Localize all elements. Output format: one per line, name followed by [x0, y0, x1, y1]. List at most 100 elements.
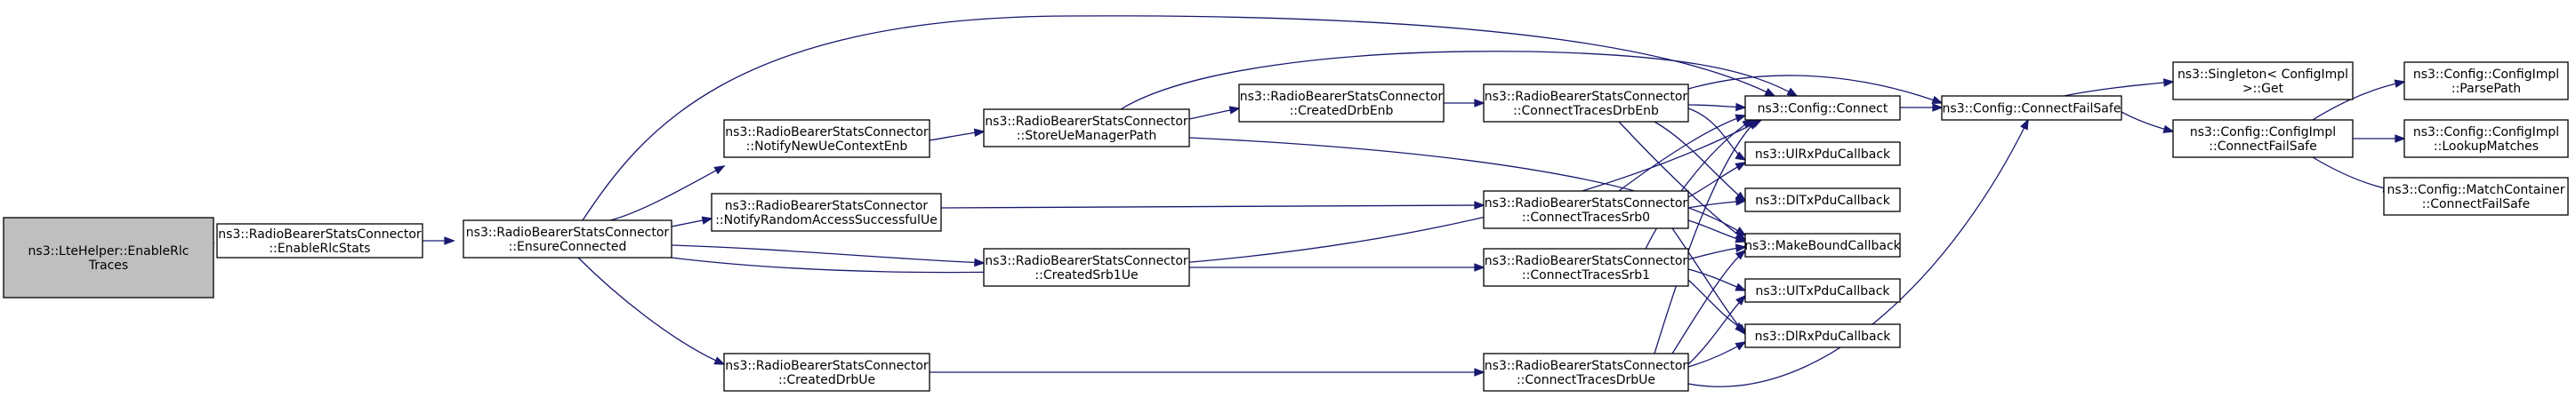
node-label-line: ns3::Config::MatchContainer: [2387, 183, 2565, 197]
edge-n4-to-n10: [940, 201, 1485, 210]
node-box: [723, 119, 930, 158]
node-box: [1744, 187, 1901, 212]
graph-node-n16[interactable]: ns3::MakeBoundCallback: [1744, 233, 1902, 258]
graph-node-n2[interactable]: ns3::RadioBearerStatsConnector::EnsureCo…: [463, 219, 672, 259]
edge-n2-to-n4: [671, 216, 713, 227]
node-label-line: ::CreatedSrb1Ue: [1034, 268, 1138, 283]
arrowhead: [1735, 114, 1747, 123]
call-graph-edges: [173, 15, 2406, 387]
edge-n7-to-n11: [1189, 263, 1485, 272]
graph-node-n3[interactable]: ns3::RadioBearerStatsConnector::NotifyNe…: [723, 119, 930, 158]
node-box: [723, 353, 930, 392]
node-label-line: ::EnableRlcStats: [269, 242, 370, 256]
arrowhead: [973, 128, 986, 138]
node-box: [1744, 278, 1901, 303]
arrowhead: [1228, 106, 1241, 115]
node-label-line: ns3::RadioBearerStatsConnector: [985, 115, 1188, 129]
node-label-line: ns3::Singleton< ConfigImpl: [2178, 68, 2348, 82]
node-label-line: ::ConnectFailSafe: [2209, 139, 2316, 154]
edge-n8-to-n9: [1443, 99, 1485, 107]
arrowhead: [1735, 197, 1747, 206]
node-label-line: ns3::RadioBearerStatsConnector: [725, 359, 929, 373]
node-label-line: ns3::RadioBearerStatsConnector: [1485, 254, 1688, 268]
node-label-line: ns3::RadioBearerStatsConnector: [1485, 90, 1688, 104]
graph-node-n17[interactable]: ns3::UlTxPduCallback: [1744, 278, 1901, 303]
node-label-line: ns3::UlTxPduCallback: [1755, 284, 1890, 298]
graph-node-n14[interactable]: ns3::UlRxPduCallback: [1744, 141, 1901, 166]
graph-node-n9[interactable]: ns3::RadioBearerStatsConnector::ConnectT…: [1483, 84, 1689, 123]
edge-n12-to-n18: [1687, 341, 1747, 368]
graph-node-n12[interactable]: ns3::RadioBearerStatsConnector::ConnectT…: [1483, 353, 1689, 392]
node-label-line: ns3::RadioBearerStatsConnector: [466, 226, 670, 240]
arrowhead: [1786, 87, 1799, 97]
edge-n19-to-n20: [2063, 78, 2175, 97]
edge-n3-to-n6: [929, 128, 986, 141]
graph-node-n22[interactable]: ns3::Config::ConfigImpl::ParsePath: [2403, 61, 2569, 100]
node-box: [1238, 84, 1445, 123]
graph-node-n8[interactable]: ns3::RadioBearerStatsConnector::CreatedD…: [1238, 84, 1445, 123]
edge-n11-to-n16: [1687, 243, 1747, 260]
node-label-line: ns3::Config::ConfigImpl: [2413, 125, 2559, 139]
arrowhead: [2162, 78, 2175, 87]
graph-node-n18[interactable]: ns3::DlRxPduCallback: [1744, 323, 1901, 348]
arrowhead: [2395, 134, 2406, 143]
node-box: [2383, 177, 2569, 216]
node-label-line: Traces: [88, 259, 128, 273]
edge-n12-to-n16: [1671, 249, 1747, 354]
node-label-line: ns3::RadioBearerStatsConnector: [218, 227, 422, 242]
graph-node-n20[interactable]: ns3::Singleton< ConfigImpl >::Get: [2172, 61, 2354, 100]
node-box: [1483, 190, 1689, 229]
graph-node-n19[interactable]: ns3::Config::ConnectFailSafe: [1941, 95, 2122, 121]
node-label-line: ::StoreUeManagerPath: [1017, 129, 1156, 143]
graph-node-n13[interactable]: ns3::Config::Connect: [1744, 95, 1901, 121]
node-label-line: ::ConnectTracesDrbEnb: [1513, 104, 1659, 118]
edge-n10-to-n14: [1687, 162, 1747, 198]
edge-n6-to-n8: [1188, 106, 1241, 120]
edge-n10-to-n15: [1687, 197, 1747, 209]
edge-n2-to-n3: [609, 165, 726, 221]
graph-node-n15[interactable]: ns3::DlTxPduCallback: [1744, 187, 1901, 212]
arrowhead: [1764, 87, 1776, 97]
arrowhead: [701, 216, 713, 225]
arrowhead: [1735, 162, 1747, 171]
graph-node-n6[interactable]: ns3::RadioBearerStatsConnector::StoreUeM…: [983, 108, 1190, 147]
node-label-line: ns3::DlTxPduCallback: [1755, 194, 1891, 208]
node-box: [711, 193, 942, 232]
arrowhead: [1474, 263, 1485, 272]
arrowhead: [2020, 118, 2029, 131]
arrowhead: [1735, 102, 1747, 112]
edge-n13-to-n19: [1900, 103, 1944, 112]
arrowhead: [1735, 294, 1747, 306]
graph-node-n4[interactable]: ns3::RadioBearerStatsConnector::NotifyRa…: [711, 193, 942, 232]
node-label-line: >::Get: [2242, 82, 2284, 96]
node-label-line: ns3::RadioBearerStatsConnector: [1485, 359, 1688, 373]
graph-node-n10[interactable]: ns3::RadioBearerStatsConnector::ConnectT…: [1483, 190, 1689, 229]
node-label-line: ns3::Config::ConnectFailSafe: [1943, 102, 2121, 116]
arrowhead: [1735, 151, 1747, 161]
node-label-line: ns3::RadioBearerStatsConnector: [1240, 90, 1444, 104]
node-box: [2403, 119, 2569, 158]
graph-node-n23[interactable]: ns3::Config::ConfigImpl::LookupMatches: [2403, 119, 2569, 158]
edge-n2-to-n5: [577, 257, 726, 365]
node-box: [1744, 141, 1901, 166]
graph-node-n1[interactable]: ns3::RadioBearerStatsConnector::EnableRl…: [216, 223, 423, 259]
node-box: [1483, 84, 1689, 123]
edge-n12-to-n13: [1654, 118, 1759, 354]
graph-node-n11[interactable]: ns3::RadioBearerStatsConnector::ConnectT…: [1483, 248, 1689, 287]
graph-node-n21[interactable]: ns3::Config::ConfigImpl::ConnectFailSafe: [2172, 119, 2354, 158]
graph-node-n24[interactable]: ns3::Config::MatchContainer::ConnectFail…: [2383, 177, 2569, 216]
graph-node-n5[interactable]: ns3::RadioBearerStatsConnector::CreatedD…: [723, 353, 930, 392]
graph-node-n7[interactable]: ns3::RadioBearerStatsConnector::CreatedS…: [983, 248, 1190, 287]
node-box: [983, 248, 1190, 287]
node-box: [1744, 323, 1901, 348]
node-box: [983, 108, 1190, 147]
edge-n5-to-n12: [930, 368, 1485, 377]
edge-n9-to-n19: [1687, 75, 1944, 104]
arrowhead: [974, 258, 986, 267]
node-label-line: ns3::UlRxPduCallback: [1755, 147, 1891, 162]
node-box: [1744, 233, 1901, 258]
edge-n11-to-n18: [1687, 279, 1747, 331]
arrowhead: [444, 236, 455, 245]
node-label-line: ::CreatedDrbUe: [778, 373, 875, 387]
